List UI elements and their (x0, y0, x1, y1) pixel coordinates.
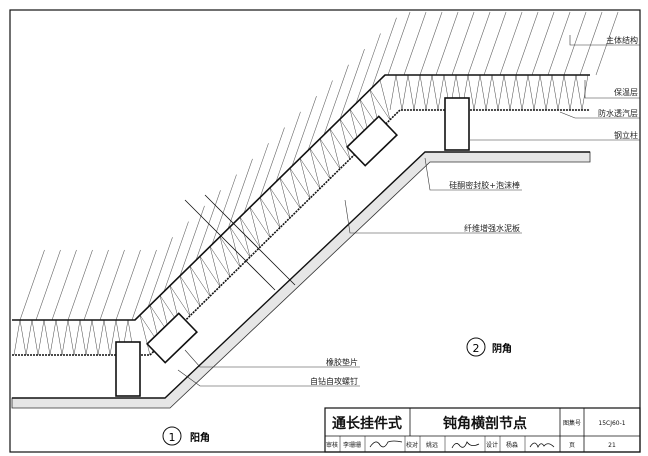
designer-signature (529, 442, 555, 448)
review-label: 审核 (326, 441, 338, 449)
page-label: 页 (569, 442, 575, 449)
svg-text:阴角: 阴角 (492, 342, 512, 355)
svg-text:1: 1 (169, 431, 176, 444)
reviewer-signature (369, 440, 403, 448)
steel-column-diagonal-upper (346, 115, 398, 167)
system-name: 通长挂件式 (332, 415, 402, 432)
label-board: 纤维增强水泥板 (464, 223, 520, 233)
label-steel-column: 钢立柱 (614, 130, 638, 140)
steel-column-right (444, 97, 470, 151)
check-label: 校对 (406, 441, 418, 449)
insulation-pattern (13, 74, 589, 356)
structure-face-line (12, 74, 590, 321)
label-membrane: 防水透汽层 (598, 108, 638, 118)
atlas-label: 图集号 (563, 419, 581, 427)
page-number: 21 (608, 442, 616, 449)
label-sealant: 硅酮密封胶+泡沫棒 (449, 180, 520, 190)
steel-column-left (115, 341, 141, 397)
structure-hatch (19, 11, 619, 321)
steel-column-diagonal-lower (146, 312, 198, 364)
checker: 姚远 (426, 441, 438, 449)
label-insulation: 保温层 (614, 87, 638, 97)
detail-marker-1: 1 阳角 (162, 426, 210, 446)
label-screw: 自钻自攻螺钉 (310, 376, 358, 386)
svg-text:阳角: 阳角 (190, 431, 210, 444)
leader-lines (177, 35, 640, 387)
detail-marker-2: 2 阴角 (466, 337, 512, 357)
cement-board (11, 151, 591, 409)
label-rubber-pad: 橡胶垫片 (326, 357, 358, 367)
title-block (324, 407, 641, 453)
membrane-line (12, 109, 590, 356)
design-label: 设计 (486, 441, 498, 449)
designer: 杨淼 (506, 441, 518, 449)
svg-text:2: 2 (473, 342, 480, 355)
reviewer: 李珊珊 (343, 441, 361, 449)
label-structure: 主体结构 (606, 35, 638, 45)
atlas-number: 15CJ60-1 (598, 420, 625, 427)
checker-signature (451, 441, 480, 449)
break-line (184, 199, 276, 291)
drawing-title: 钝角横剖节点 (443, 415, 527, 432)
